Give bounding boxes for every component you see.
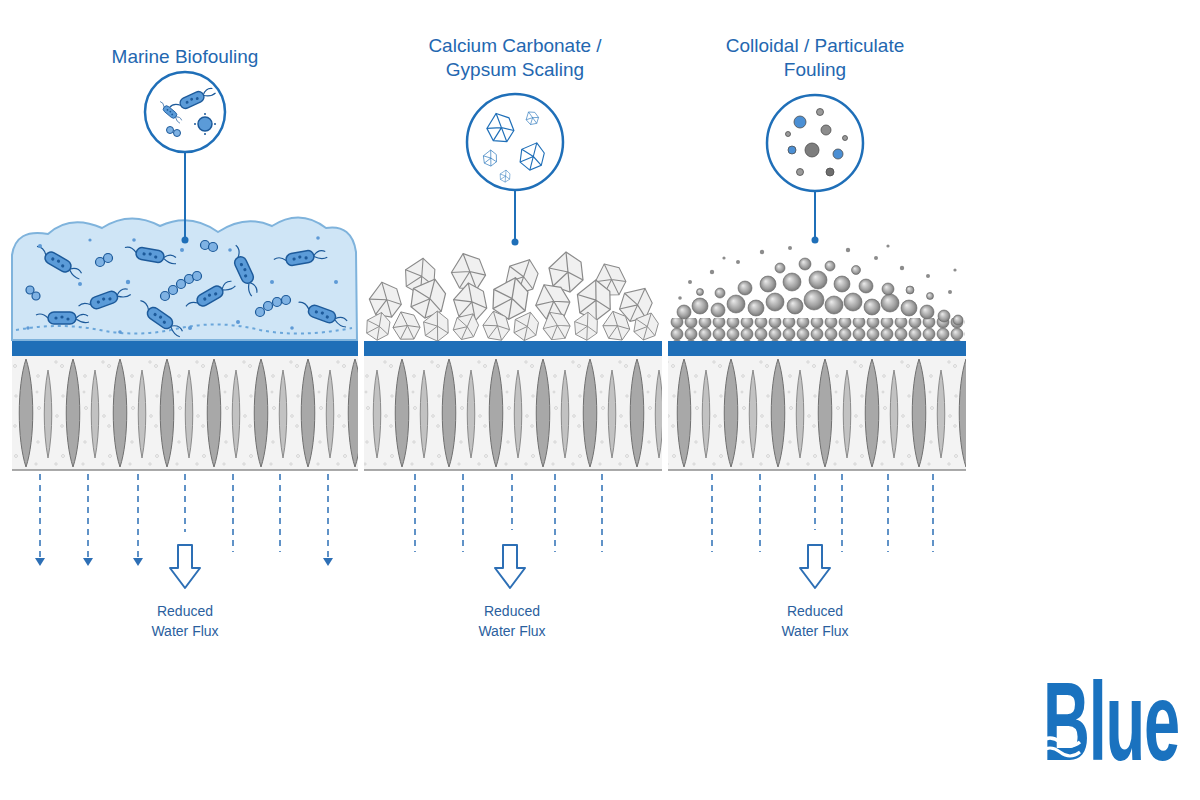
arrow-head: [35, 558, 45, 566]
particle-dot: [786, 132, 791, 137]
hollow-arrow: [170, 545, 200, 588]
callout-circle: [145, 72, 225, 152]
crystal: [516, 139, 548, 173]
particle-dot: [843, 136, 848, 141]
particle-dot: [788, 146, 796, 154]
bacterium: [135, 298, 185, 338]
particle-layer: [670, 244, 965, 341]
crystal: [389, 308, 423, 345]
crystal: [449, 308, 484, 344]
arrow-head: [323, 558, 333, 566]
column-title: Marine Biofouling: [80, 45, 290, 69]
bacterium: [32, 244, 84, 281]
crystal: [572, 310, 599, 341]
logo-wordmark: Blue: [1036, 666, 1187, 778]
leader-dot: [182, 237, 189, 244]
hollow-arrow: [800, 545, 830, 588]
biofilm-base: [16, 324, 352, 333]
column-title: Colloidal / Particulate Fouling: [710, 34, 920, 82]
callout-circles: [145, 72, 863, 191]
crystal: [510, 309, 542, 344]
active-layer: [668, 341, 966, 356]
bacterium: [123, 245, 177, 266]
crystal: [363, 309, 393, 342]
particle-bed: [670, 318, 965, 341]
flux-line: [415, 474, 602, 552]
leader-line: [514, 190, 516, 240]
crystal: [499, 169, 511, 183]
callout-circle: [767, 95, 863, 191]
leader-dots: [182, 237, 819, 246]
crystal: [483, 149, 498, 166]
support-layer: [668, 356, 966, 470]
membrane-base: [12, 469, 966, 471]
bacterium: [296, 299, 350, 328]
column-title: Calcium Carbonate / Gypsum Scaling: [410, 34, 620, 82]
particle-dot: [797, 169, 804, 176]
bacterium: [273, 247, 327, 268]
active-layer: [12, 341, 358, 356]
logo-wave: [1040, 738, 1080, 746]
flux-line: [712, 474, 933, 552]
crystal: [422, 310, 450, 342]
microbe-icon: [157, 85, 216, 137]
crystal: [575, 279, 612, 322]
membranes: [12, 341, 966, 470]
support-layer: [364, 356, 662, 470]
reduced-flux-arrows: [170, 545, 830, 588]
flux-caption: Reduced Water Flux: [773, 601, 857, 641]
leader-line: [814, 191, 816, 238]
spikes: [194, 113, 216, 135]
crystal: [481, 309, 511, 343]
coccus: [198, 117, 212, 131]
support-layer: [12, 356, 358, 470]
flux-lines: [40, 474, 933, 558]
particle-dot: [833, 149, 843, 159]
callout-circle: [467, 94, 563, 190]
crystal: [367, 280, 403, 321]
hollow-arrow: [495, 545, 525, 588]
cocci-chains: [26, 241, 291, 317]
crystal-icon: [483, 109, 548, 183]
leader-line: [184, 152, 186, 238]
bacterium: [169, 85, 217, 115]
bacterium: [228, 244, 261, 297]
crystal: [538, 307, 574, 345]
bacterium: [157, 100, 184, 124]
leader-dot: [812, 237, 819, 244]
particle-dot: [794, 116, 806, 128]
flux-caption: Reduced Water Flux: [470, 601, 554, 641]
scale-layer: [363, 249, 662, 345]
bacterium: [78, 285, 132, 314]
particle-dot: [826, 168, 834, 176]
particle-icon: [786, 109, 848, 177]
crystal: [523, 109, 540, 127]
particles: [677, 258, 963, 325]
crystal: [630, 309, 663, 344]
bacterium: [36, 312, 89, 324]
crystal: [600, 309, 631, 344]
leader-dot: [512, 239, 519, 246]
particle-dot: [821, 125, 831, 135]
particle-dust: [678, 244, 956, 299]
particle-dot: [817, 109, 824, 116]
arrow-head: [133, 558, 143, 566]
crystal: [484, 110, 516, 146]
logo-wave: [1040, 748, 1080, 756]
biofilm-dots: [26, 236, 338, 334]
coccus: [174, 130, 181, 137]
particle-dot: [805, 143, 819, 157]
active-layer: [364, 341, 662, 356]
flux-caption: Reduced Water Flux: [143, 601, 227, 641]
bacteria: [32, 244, 349, 339]
coccus: [167, 127, 174, 134]
arrow-head: [83, 558, 93, 566]
